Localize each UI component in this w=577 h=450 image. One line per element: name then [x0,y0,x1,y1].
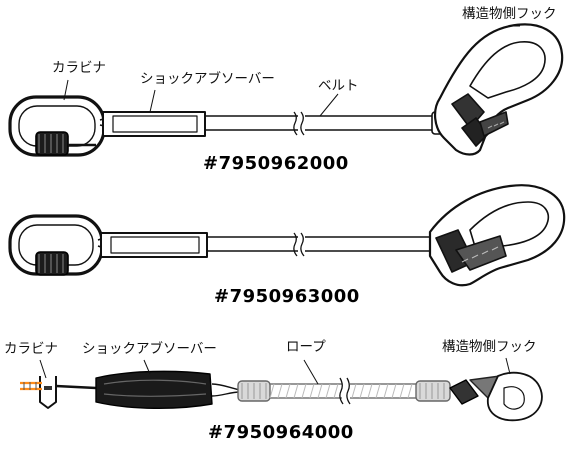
label-carabiner-1: カラビナ [52,60,106,76]
label-shock-absorber-3: ショックアブソーバー [82,341,217,357]
part-number-2: #7950963000 [214,286,360,307]
carabiner-3-icon [20,376,97,409]
structure-hook-2-icon [428,184,566,287]
rope-3 [237,377,451,405]
belt-2 [207,232,432,257]
label-structure-hook-3: 構造物側フック [442,339,537,355]
label-structure-hook-1: 構造物側フック [462,6,557,22]
shock-absorber-3 [95,370,241,409]
carabiner-1-icon [8,95,106,157]
structure-hook-3-icon [449,371,543,422]
part-number-3: #7950964000 [208,422,354,443]
lanyard-1 [8,23,564,157]
label-belt-1: ベルト [318,78,359,94]
label-rope-3: ロープ [286,339,326,355]
lanyard-2 [8,184,566,287]
label-shock-absorber-1: ショックアブソーバー [140,71,275,87]
label-carabiner-3: カラビナ [4,341,58,357]
carabiner-2-icon [8,214,104,276]
leader-lines [39,25,520,385]
lanyard-3 [20,370,543,422]
part-number-1: #7950962000 [203,153,349,174]
belt-1 [205,111,445,136]
structure-hook-1-icon [434,23,564,156]
